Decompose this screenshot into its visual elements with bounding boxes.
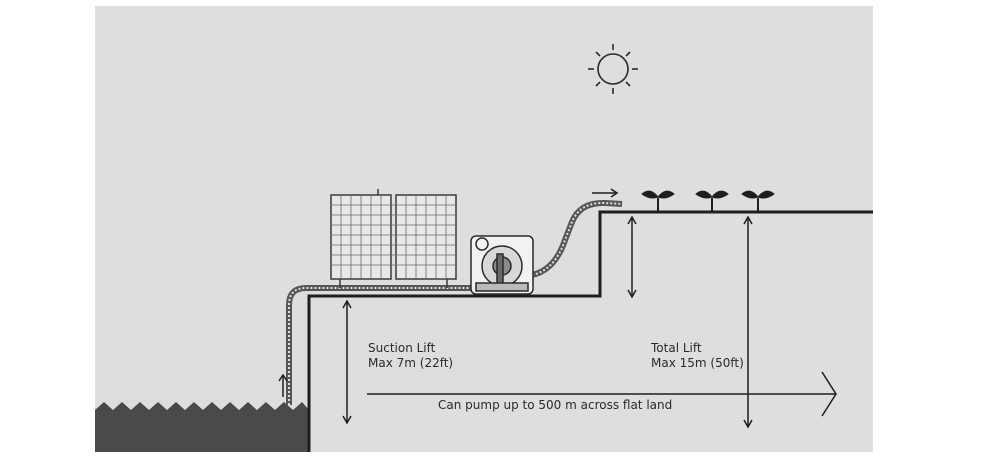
suction-flow-arrow — [278, 373, 288, 397]
plant-icon — [741, 190, 775, 212]
flat-land-arrow — [367, 371, 837, 417]
sun-icon — [588, 44, 638, 94]
total-lift-value: Max 15m (50ft) — [651, 356, 744, 370]
ground-profile — [307, 210, 873, 452]
total-lift-title: Total Lift — [651, 341, 702, 355]
plant-icon — [695, 190, 729, 212]
suction-lift-value: Max 7m (22ft) — [368, 356, 454, 370]
delivery-flow-arrow — [592, 188, 619, 198]
pump-icon — [470, 235, 534, 295]
flat-land-label: Can pump up to 500 m across flat land — [438, 398, 673, 412]
suction-lift-arrow — [342, 299, 352, 425]
suction-lift-label: Suction Lift Max 7m (22ft) — [368, 341, 453, 371]
total-lift-label: Total Lift Max 15m (50ft) — [651, 341, 744, 371]
diagram-background — [95, 6, 873, 452]
solar-panel-array — [330, 189, 457, 288]
suction-lift-title: Suction Lift — [368, 341, 436, 355]
total-lift-arrow — [743, 215, 753, 429]
delivery-head-arrow — [627, 215, 637, 299]
plant-icon — [641, 190, 675, 212]
water-source — [95, 402, 309, 452]
